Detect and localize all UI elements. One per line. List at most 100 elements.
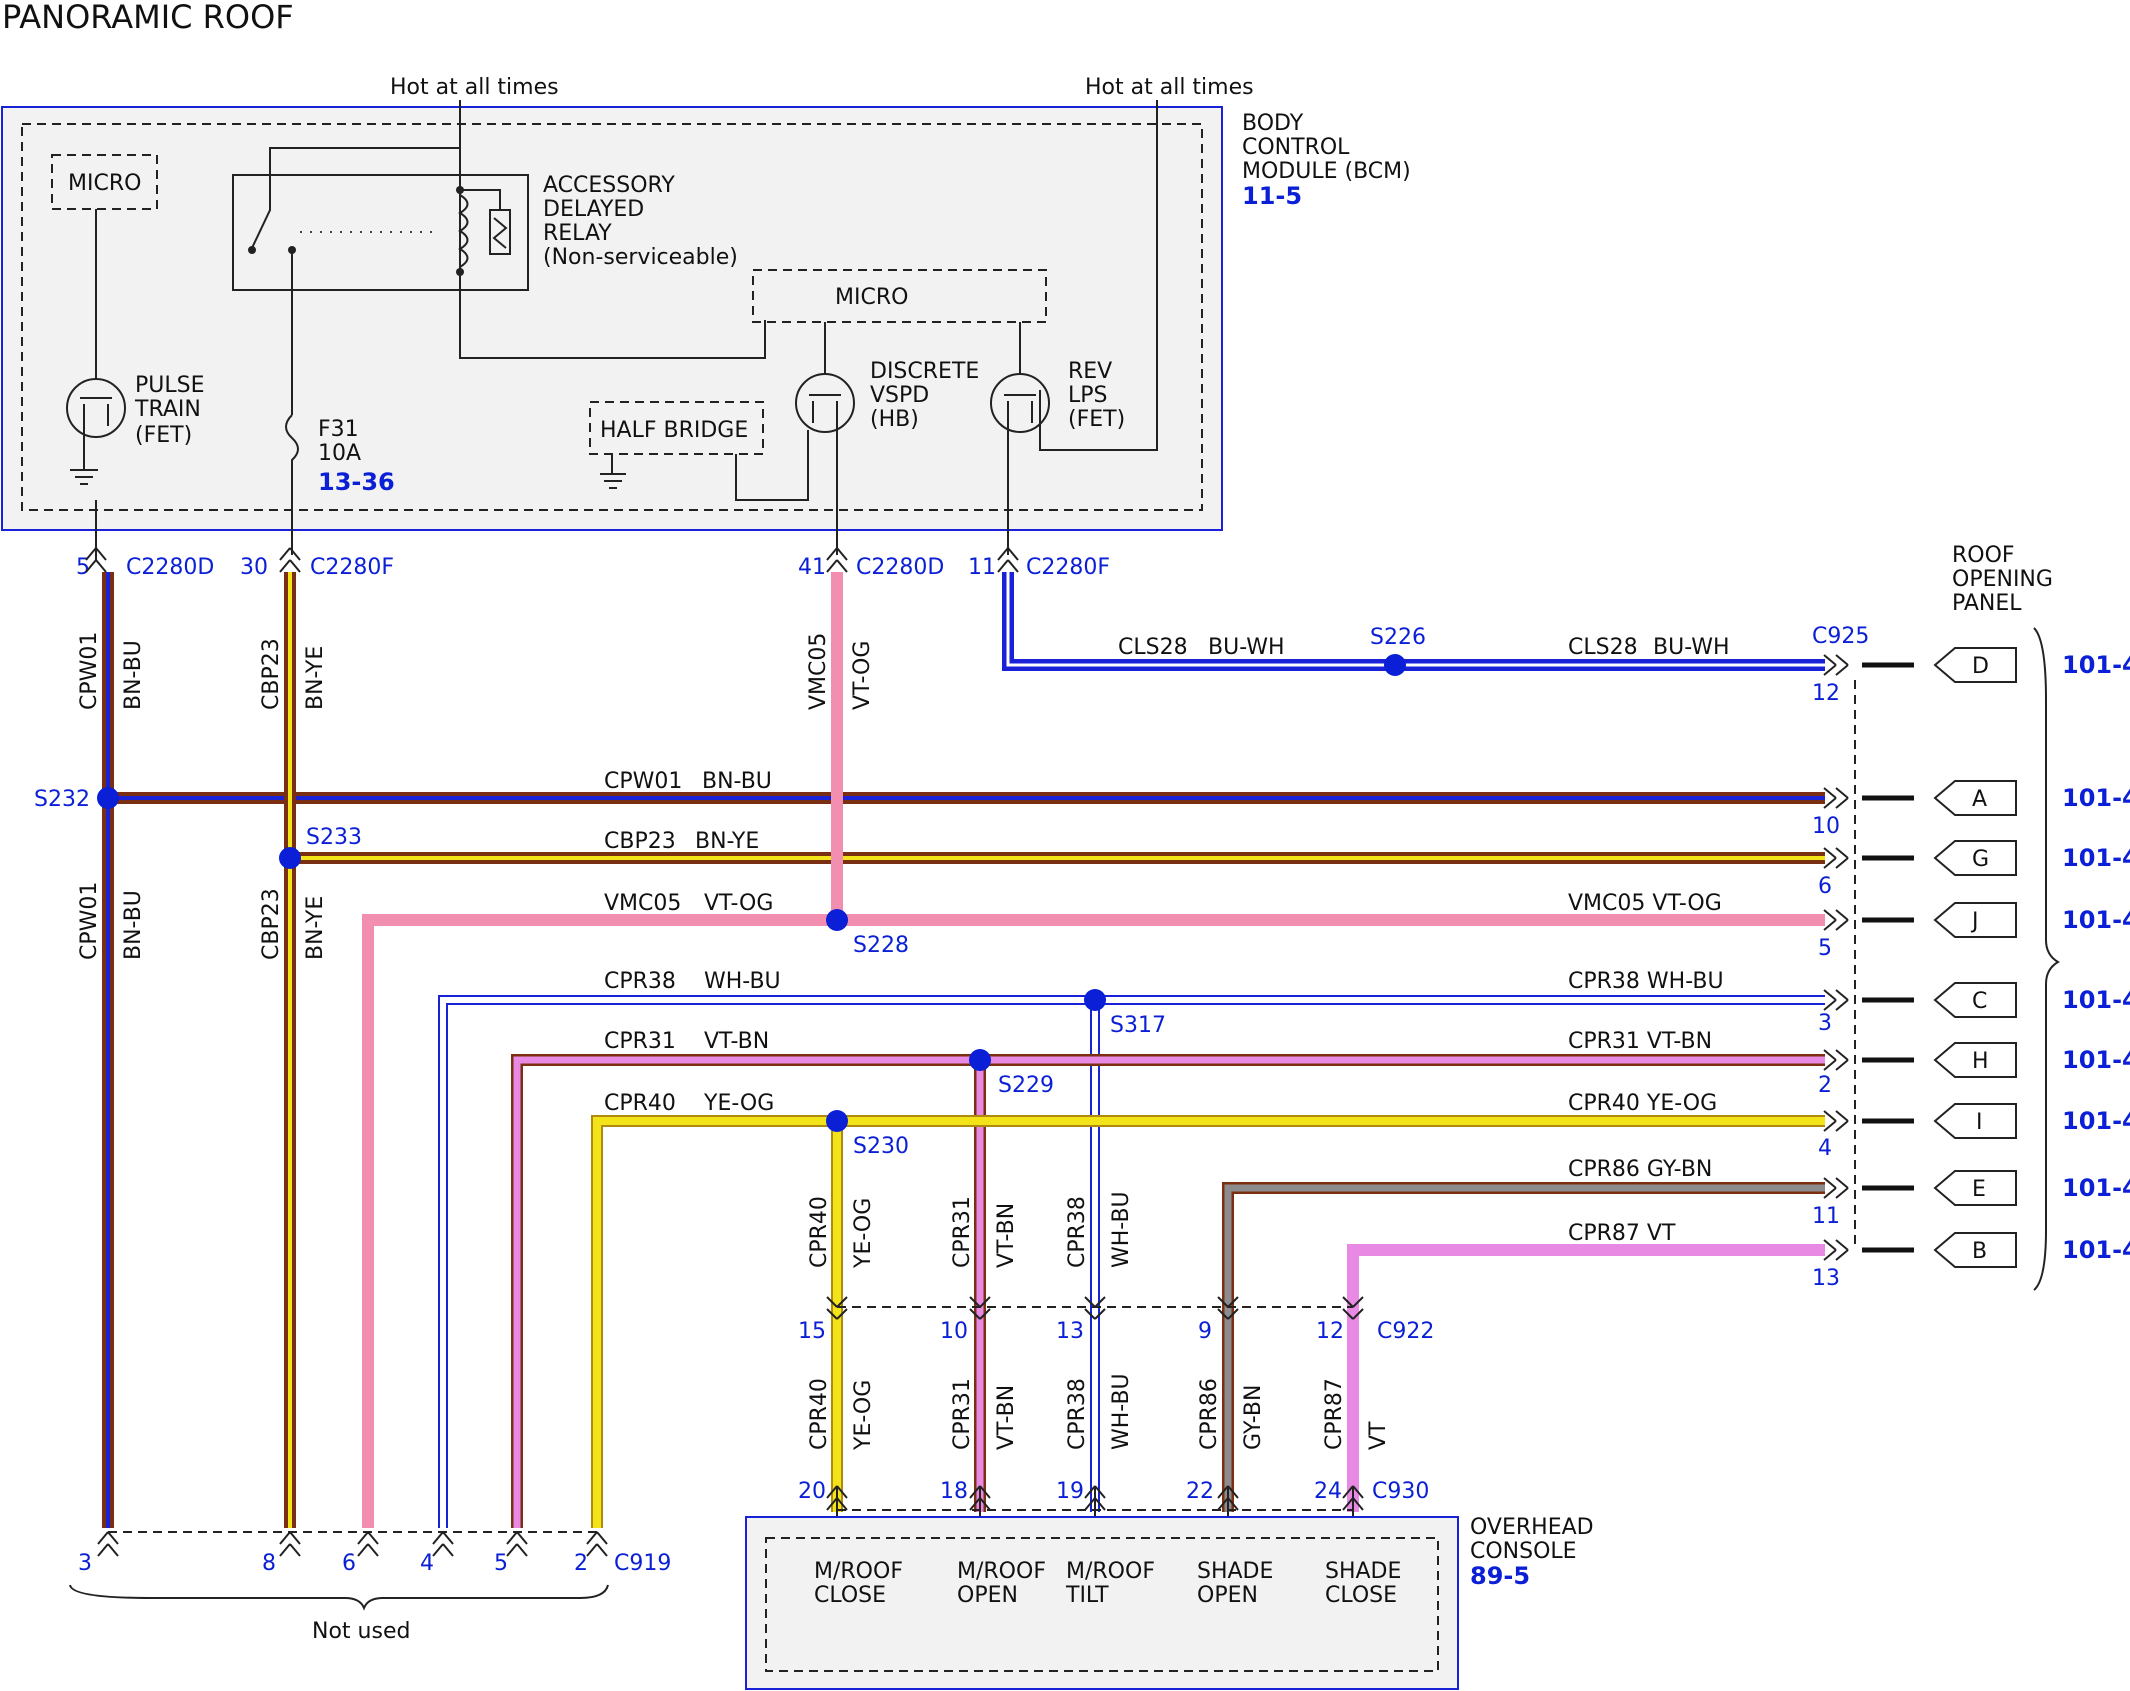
roof-pin-4: 4 <box>1818 1136 1832 1161</box>
accessory-relay-box <box>232 174 529 291</box>
splices: S226 S232 S233 S228 S317 S229 S230 <box>34 625 1426 1159</box>
bcm-name-line-3: MODULE (BCM) <box>1242 159 1411 184</box>
wire-cpr86 <box>1222 1182 1825 1512</box>
micro-center-box <box>752 269 1047 323</box>
wire-vmc05 <box>362 572 1825 1528</box>
bcm-pin-2: 41 <box>798 555 826 580</box>
roof-letter-h: H <box>1972 1049 1989 1074</box>
c922-pin-12: 12 <box>1316 1319 1344 1344</box>
splice-s232-label: S232 <box>34 787 90 812</box>
splice-s228-label: S228 <box>853 933 909 958</box>
relay-label-4: (Non-serviceable) <box>543 245 738 270</box>
vw-cpr40-bot-k: YE-OG <box>851 1380 876 1451</box>
wire-cpr87 <box>1347 1244 1825 1512</box>
switch-4-line-1: SHADE <box>1197 1559 1273 1584</box>
horizontal-wire-labels: CLS28 BU-WH CLS28 BU-WH CPW01 BN-BU CBP2… <box>604 635 1730 1246</box>
splice-s228[interactable] <box>826 909 848 931</box>
hw-cpr40-color: YE-OG <box>703 1091 774 1116</box>
switch-3-line-1: M/ROOF <box>1066 1559 1155 1584</box>
hw-cpr31-color: VT-BN <box>704 1029 769 1054</box>
vw-cpr31-top-c: CPR31 <box>950 1196 975 1268</box>
vw-cbp23-top-k: BN-YE <box>303 646 328 710</box>
switch-3-line-2: TILT <box>1065 1583 1109 1608</box>
vw-cpr31-bot-c: CPR31 <box>950 1378 975 1450</box>
roof-ref-c[interactable]: 101-4 <box>2062 986 2130 1014</box>
roof-letter-e: E <box>1972 1177 1986 1202</box>
hw-vmc05-circuit: VMC05 <box>604 891 681 916</box>
roof-row-h: 2 H 101-4 <box>1818 1042 2130 1098</box>
splice-s226[interactable] <box>1384 654 1406 676</box>
relay-coil-icon <box>458 194 469 268</box>
roof-row-e: 11 E 101-4 <box>1812 1170 2130 1229</box>
roof-ref-e[interactable]: 101-4 <box>2062 1174 2130 1202</box>
overhead-ref[interactable]: 89-5 <box>1470 1562 1530 1590</box>
wire-cpr38 <box>438 995 1825 1528</box>
hw-cpw01-circuit: CPW01 <box>604 769 682 794</box>
c919-pin-6: 6 <box>342 1551 356 1576</box>
pulse-label-3: (FET) <box>135 423 192 448</box>
roof-row-c: 3 C 101-4 <box>1818 982 2130 1036</box>
roof-ref-a[interactable]: 101-4 <box>2062 784 2130 812</box>
diagram-title: PANORAMIC ROOF <box>2 0 294 36</box>
bcm-pins: 5 C2280D 30 C2280F 41 C2280D 11 C2280F <box>76 500 1110 580</box>
switch-2-line-1: M/ROOF <box>957 1559 1046 1584</box>
rev-label-1: REV <box>1068 359 1112 384</box>
micro-left-label: MICRO <box>68 171 141 196</box>
splice-s229[interactable] <box>969 1049 991 1071</box>
wire-cpr40 <box>591 1115 1825 1528</box>
discrete-label-2: VSPD <box>870 383 929 408</box>
fuse-icon <box>285 414 299 555</box>
vw-cbp23-bot-k: BN-YE <box>303 896 328 960</box>
roof-ref-h[interactable]: 101-4 <box>2062 1046 2130 1074</box>
roof-row-b: 13 B 101-4 <box>1812 1232 2130 1291</box>
roof-name-3: PANEL <box>1952 591 2022 616</box>
roof-letter-g: G <box>1972 847 1989 872</box>
vw-cpr86-k: GY-BN <box>1241 1385 1266 1450</box>
splice-s230-label: S230 <box>853 1134 909 1159</box>
hw-cbp23-circuit: CBP23 <box>604 829 676 854</box>
bcm-pin-1: 30 <box>240 555 268 580</box>
vw-cpr40-top-k: YE-OG <box>851 1198 876 1269</box>
roof-ref-d[interactable]: 101-4 <box>2062 651 2130 679</box>
roof-ref-b[interactable]: 101-4 <box>2062 1236 2130 1264</box>
c930-pin-18: 18 <box>940 1479 968 1504</box>
bcm-ref[interactable]: 11-5 <box>1242 182 1302 210</box>
wire-cls28 <box>1002 572 1825 671</box>
roof-row-g: 6 G 101-4 <box>1818 840 2130 899</box>
vw-vmc05-k: VT-OG <box>850 641 875 710</box>
c922-pin-10: 10 <box>940 1319 968 1344</box>
splice-s317[interactable] <box>1084 989 1106 1011</box>
splice-s230[interactable] <box>826 1110 848 1132</box>
vw-cpr86-c: CPR86 <box>1197 1378 1222 1450</box>
roof-pin-13: 13 <box>1812 1266 1840 1291</box>
pulse-train-fet-icon <box>66 378 126 438</box>
roof-ref-g[interactable]: 101-4 <box>2062 844 2130 872</box>
vw-cpw01-bot-c: CPW01 <box>77 882 102 960</box>
roof-ref-j[interactable]: 101-4 <box>2062 906 2130 934</box>
bcm-conn-2: C2280D <box>856 555 944 580</box>
c919-pin-4: 4 <box>420 1551 434 1576</box>
hw-cpr40-circuit: CPR40 <box>604 1091 676 1116</box>
half-bridge-label: HALF BRIDGE <box>600 418 748 443</box>
vw-cpr38-bot-k: WH-BU <box>1109 1373 1134 1450</box>
splice-s233[interactable] <box>279 847 301 869</box>
splice-s229-label: S229 <box>998 1073 1054 1098</box>
vw-cbp23-top-c: CBP23 <box>259 638 284 710</box>
switch-5-line-1: SHADE <box>1325 1559 1401 1584</box>
rev-label-2: LPS <box>1068 383 1108 408</box>
half-bridge-box <box>589 401 764 455</box>
splice-s232[interactable] <box>97 787 119 809</box>
roof-row-a: 10 A 101-4 <box>1812 780 2130 839</box>
c930-connector: C930 <box>1372 1479 1429 1504</box>
overhead-name-2: CONSOLE <box>1470 1539 1577 1564</box>
fuse-ref[interactable]: 13-36 <box>318 468 395 496</box>
vw-cpr38-bot-c: CPR38 <box>1065 1378 1090 1450</box>
hw-cpr31-circuit: CPR31 <box>604 1029 676 1054</box>
hw-cpr38-circuit: CPR38 <box>604 969 676 994</box>
roof-ref-i[interactable]: 101-4 <box>2062 1107 2130 1135</box>
bcm-connector-arrows <box>85 547 1019 573</box>
vw-cpw01-top-k: BN-BU <box>121 640 146 710</box>
discrete-label-3: (HB) <box>870 407 919 432</box>
hw-cpr86-right: CPR86 GY-BN <box>1568 1157 1712 1182</box>
hw-cls28-right-color: BU-WH <box>1653 635 1730 660</box>
